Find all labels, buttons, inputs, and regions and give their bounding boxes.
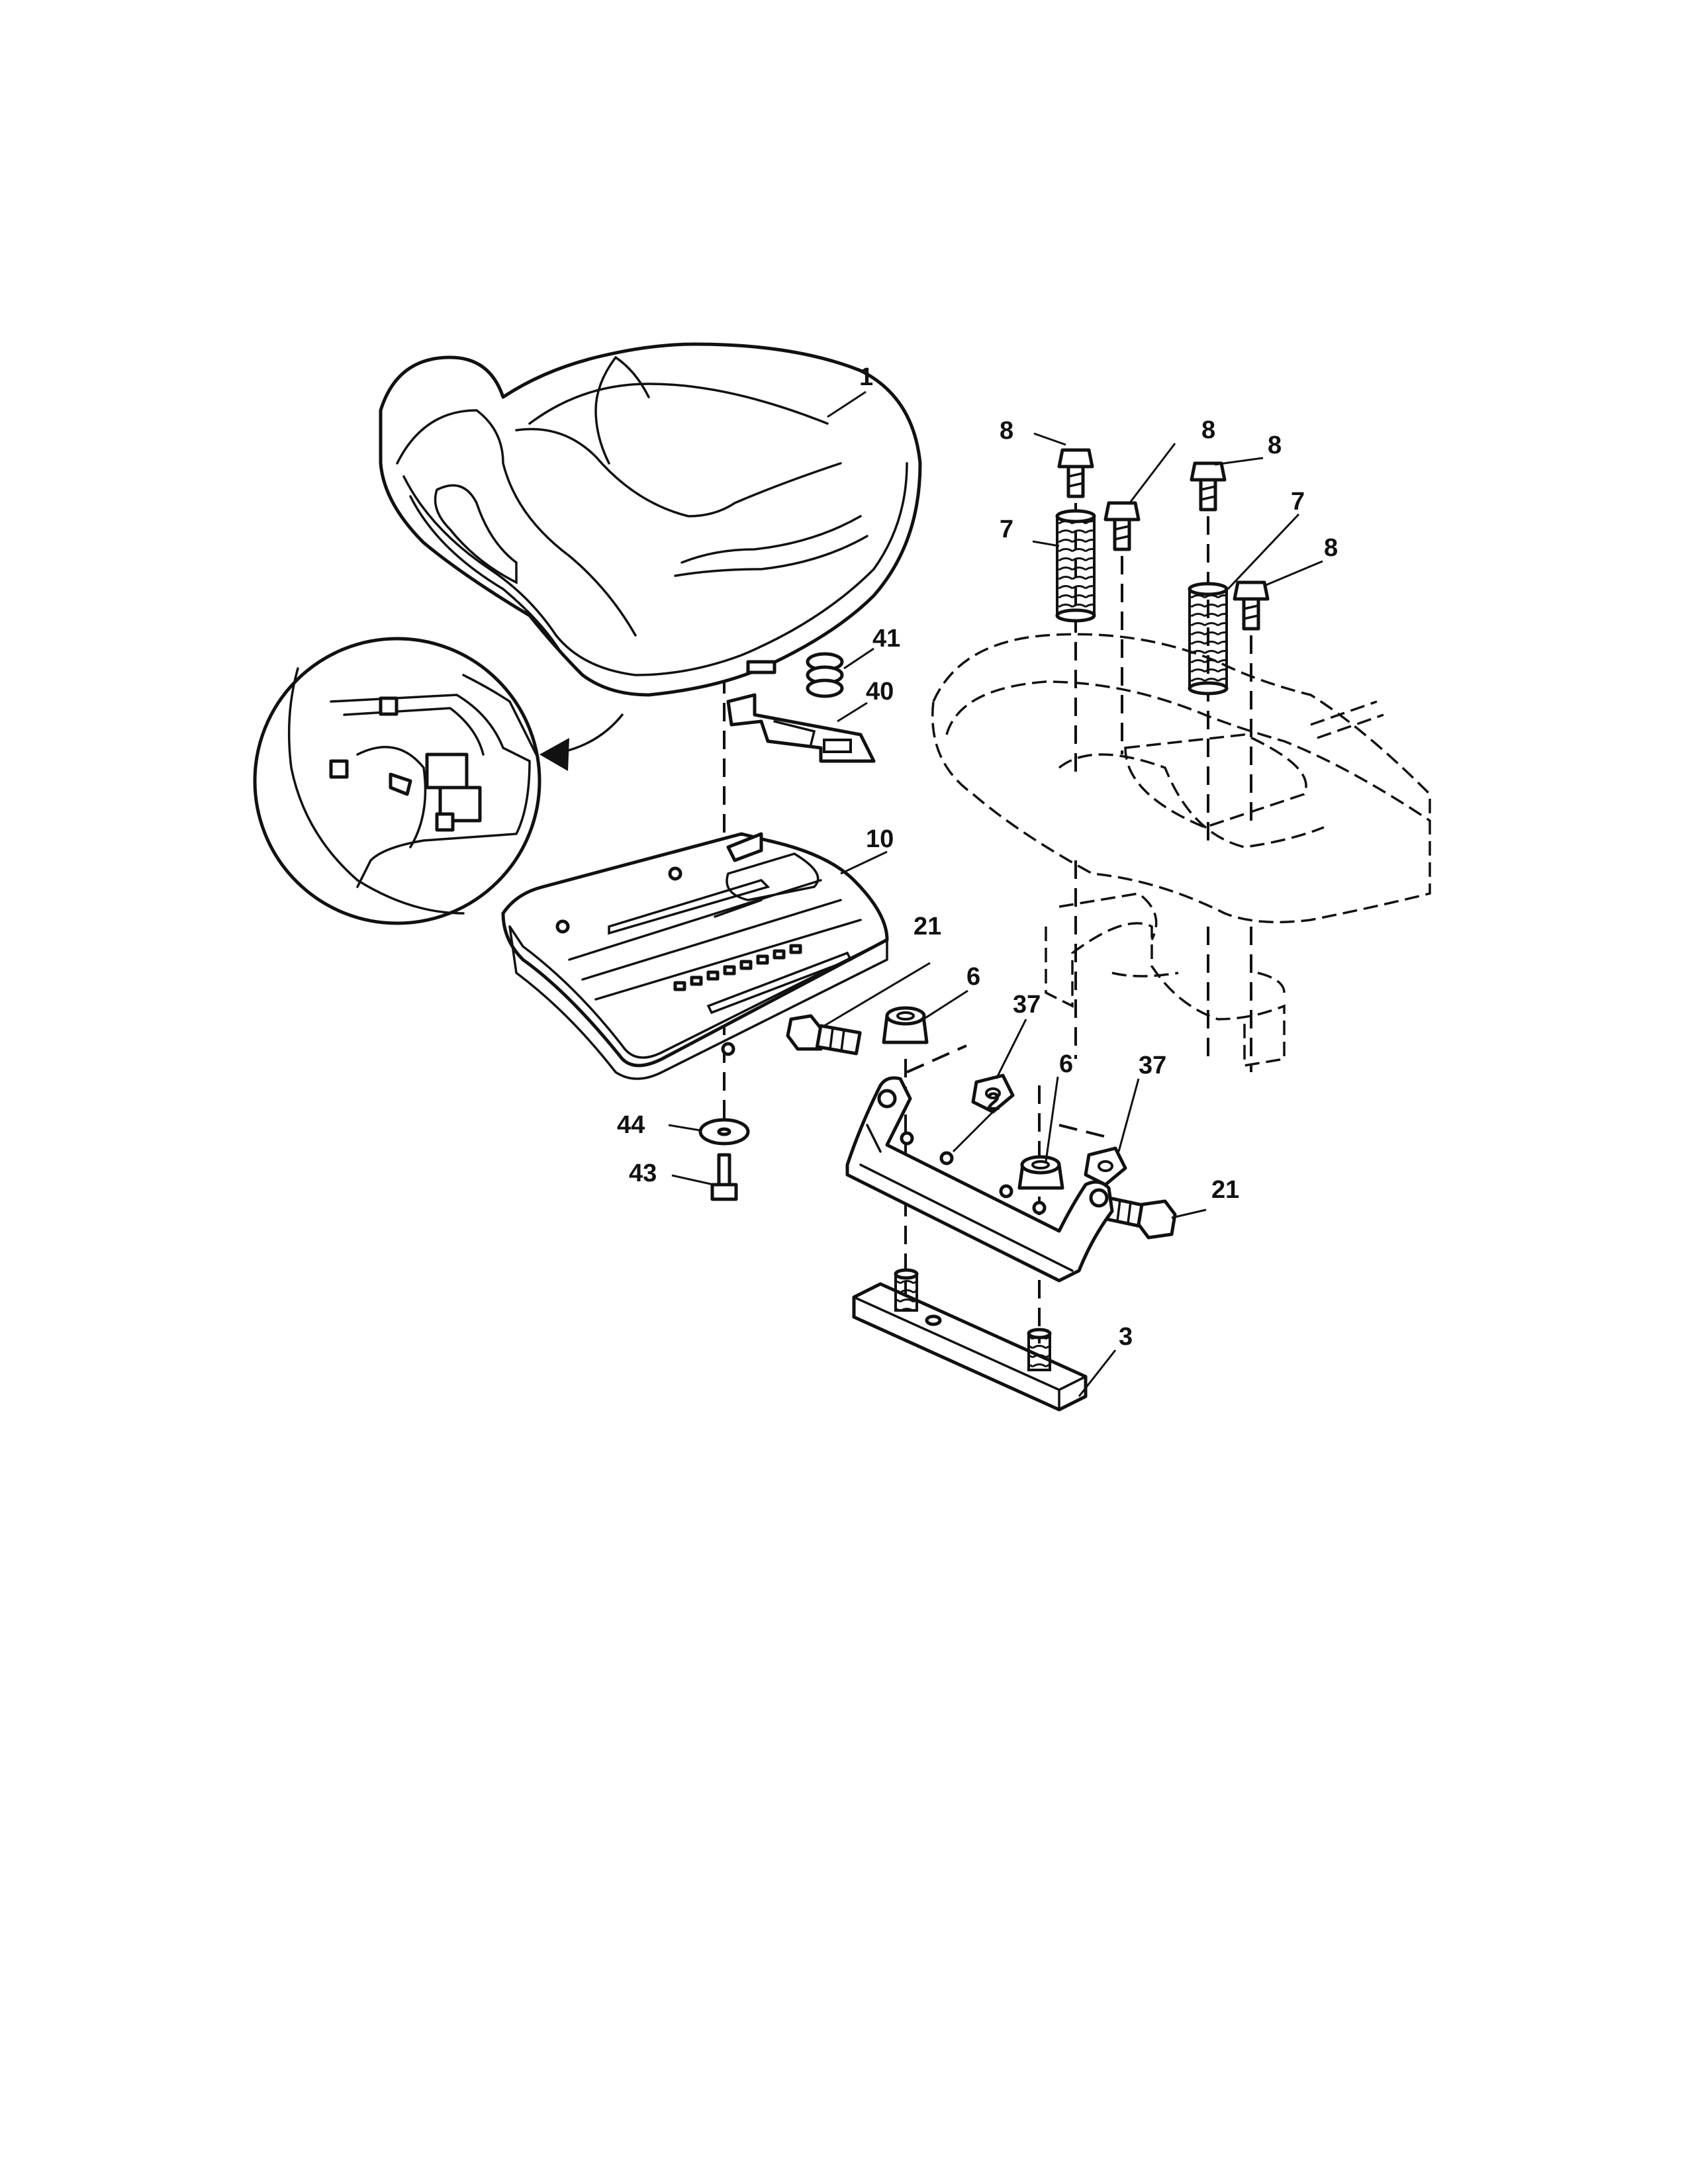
- callout-41: 41: [872, 625, 900, 653]
- tractor-frame-outline: [931, 633, 1431, 1068]
- callout-3: 3: [1119, 1323, 1133, 1351]
- callout-40: 40: [866, 678, 894, 705]
- bolt-part-8-b: [1103, 501, 1141, 551]
- callout-8-d: 8: [1324, 534, 1338, 562]
- lock-nut-part-6-left: [882, 1006, 929, 1044]
- shoulder-bolt-part-21-right: [1102, 1196, 1177, 1240]
- bolt-part-8-d: [1233, 580, 1270, 631]
- detail-arrow-icon: [539, 713, 624, 771]
- spring-part-7-right: [1188, 582, 1229, 696]
- callout-37-left: 37: [1013, 991, 1041, 1019]
- bolt-part-8-c: [1190, 461, 1227, 512]
- callout-37-right: 37: [1139, 1052, 1166, 1079]
- callout-6-right: 6: [1059, 1050, 1073, 1078]
- callout-1: 1: [859, 363, 873, 391]
- nut-part-37-right: [1084, 1146, 1127, 1187]
- leader-lines: [668, 390, 1323, 1397]
- callout-8-c: 8: [1268, 432, 1282, 459]
- callout-44: 44: [617, 1111, 645, 1139]
- callout-7-left: 7: [1000, 516, 1013, 543]
- callout-8-b: 8: [1201, 416, 1215, 444]
- callout-6-left: 6: [966, 963, 980, 991]
- callout-labels: 1 2 3 6 6 7 7 8 8 8 8 10 21 21 37 37 40 …: [617, 363, 1338, 1351]
- switch-clip-part-40: [726, 693, 876, 763]
- callout-21-right: 21: [1211, 1176, 1239, 1204]
- slot-row: [673, 944, 802, 991]
- callout-2: 2: [986, 1088, 1000, 1116]
- bolt-part-8-a: [1057, 448, 1094, 498]
- lock-nut-part-6-right: [1017, 1155, 1064, 1190]
- shoulder-bolt-part-21-left: [786, 1014, 862, 1056]
- bolt-part-43: [710, 1153, 738, 1201]
- callout-21-left: 21: [914, 913, 941, 940]
- spring-part-7-left: [1055, 509, 1096, 623]
- seat-part-1: [379, 342, 922, 697]
- callout-7-right: 7: [1291, 488, 1305, 516]
- callout-8-a: 8: [1000, 417, 1013, 445]
- detail-magnifier: [253, 637, 541, 925]
- seat-pan-part-10: [501, 832, 889, 1080]
- seat-bracket-part-2: [845, 1076, 1114, 1283]
- callout-10: 10: [866, 825, 894, 853]
- bottom-plate-part-3: [852, 1268, 1088, 1412]
- small-spring-part-41: [806, 652, 844, 698]
- callout-43: 43: [629, 1160, 657, 1187]
- washer-part-44: [698, 1118, 750, 1146]
